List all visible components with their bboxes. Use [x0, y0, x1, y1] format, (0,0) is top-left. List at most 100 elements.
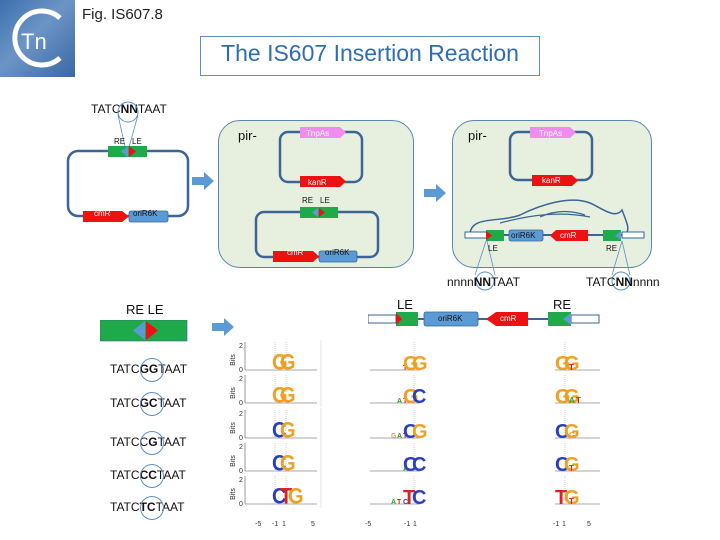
- target-circle: [117, 101, 139, 123]
- re-arrow-icon: [133, 321, 145, 340]
- xtick-right: -1: [553, 521, 560, 528]
- logo-base-G: G: [403, 353, 419, 374]
- logo-base-G: G: [569, 431, 575, 440]
- logo-base-T: T: [403, 398, 408, 405]
- seq-core: NN: [473, 275, 492, 289]
- re-label: RE: [553, 297, 572, 312]
- oriR6K-label: oriR6K: [438, 314, 463, 323]
- tnpAs-gene: [300, 127, 346, 138]
- right-junction-sequence: TATCNNnnnn: [586, 275, 660, 289]
- panel1-le-label: LE: [132, 137, 142, 146]
- panel3-diagram: [464, 127, 645, 291]
- panel2-pir-label: pir-: [238, 128, 257, 143]
- xtick-right: 1: [562, 521, 566, 528]
- logo-base-C: C: [555, 421, 569, 442]
- logo-base-C: C: [403, 454, 417, 475]
- figure-label: Fig. IS607.8: [82, 6, 163, 23]
- logo-base-T: T: [280, 485, 292, 508]
- logo-base-C: C: [412, 454, 426, 475]
- panel1-target-sequence: TATCNNTAAT: [91, 102, 167, 116]
- logo-base-A: A: [391, 499, 396, 506]
- logo-base-T: T: [555, 487, 567, 508]
- logo-base-T: T: [569, 464, 574, 473]
- ylabel-bits: Bits: [230, 422, 237, 434]
- seq-prefix: TATC: [110, 362, 140, 376]
- logo-base-C: C: [412, 487, 426, 508]
- ylabel-bits: Bits: [230, 455, 237, 467]
- title-box: [200, 36, 540, 76]
- chromosome-squiggle: [469, 199, 629, 236]
- logo-base-C: C: [272, 419, 286, 442]
- seq-prefix: TATCC: [110, 435, 149, 449]
- logo-base-C: C: [403, 421, 417, 442]
- logo-base-T: T: [403, 487, 415, 508]
- logo-base-G: G: [280, 419, 296, 442]
- oriR6K-label: oriR6K: [325, 248, 350, 257]
- logo-base-G: G: [280, 384, 296, 407]
- re-le-heading: RE LE: [126, 302, 164, 317]
- insertion-map: [368, 311, 600, 327]
- logo-base-G: G: [555, 353, 571, 374]
- core-highlight-circle: [140, 496, 164, 520]
- logo-base-G: G: [412, 353, 428, 374]
- logo-base-A: A: [397, 398, 402, 405]
- logo-base-G: G: [391, 433, 397, 440]
- ytick-min: 0: [239, 501, 243, 508]
- xtick-left: -5: [365, 521, 372, 528]
- panel3-pir-label: pir-: [468, 128, 487, 143]
- page-title: The IS607 Insertion Reaction: [221, 40, 519, 66]
- seq-core: NN: [120, 102, 138, 116]
- logo-base-T: T: [403, 433, 408, 440]
- seq-prefix: TATC: [91, 102, 121, 116]
- core-highlight-circle: [140, 392, 164, 416]
- re-arrow-icon: [121, 146, 128, 157]
- re-label: RE: [302, 196, 314, 205]
- seq-prefix: TATC: [586, 275, 616, 289]
- cmR-gene: [83, 211, 129, 222]
- tnpAs-label: TnpAs: [539, 129, 563, 138]
- seq-suffix: TAAT: [156, 468, 186, 482]
- logo-base-G: G: [555, 386, 571, 407]
- kanR-gene: [300, 176, 346, 187]
- logo-base-T: T: [569, 497, 574, 506]
- logo-base-G: G: [403, 386, 419, 407]
- ytick-min: 0: [239, 400, 243, 407]
- seq-suffix: TAAT: [137, 102, 167, 116]
- kanR-label: kanR: [308, 178, 327, 187]
- logo-base-G: G: [564, 386, 580, 407]
- panel2-cell: [218, 120, 414, 268]
- xtick-left: -1: [404, 521, 411, 528]
- cmR-gene: [273, 251, 319, 262]
- ylabel-bits: Bits: [230, 354, 237, 366]
- ytick-min: 0: [239, 435, 243, 442]
- tnpAs-label: TnpAs: [306, 129, 330, 138]
- oriR6K-element: [128, 210, 169, 223]
- logo-base-G: G: [272, 384, 288, 407]
- seq-prefix: TATC: [110, 396, 140, 410]
- logo-base-G: G: [564, 353, 580, 374]
- logo-base-G: G: [280, 452, 296, 475]
- panel1-re-label: RE: [114, 137, 126, 146]
- logo-text: Tn: [21, 29, 47, 54]
- ylabel-bits: Bits: [230, 387, 237, 399]
- seq-core: NN: [615, 275, 633, 289]
- logo-base-G: G: [272, 351, 288, 374]
- logo-base-T: T: [569, 363, 574, 372]
- ylabel-bits: Bits: [230, 488, 237, 500]
- core-highlight-circle: [140, 431, 164, 455]
- ytick-min: 0: [239, 468, 243, 475]
- logo-base-C: C: [555, 454, 569, 475]
- arrow-right-icon: [212, 318, 234, 336]
- logo-base-C: C: [403, 499, 408, 506]
- ytick-max: 2: [239, 444, 243, 451]
- le-arrow-icon: [129, 146, 136, 157]
- panel2-plasmids: [254, 127, 380, 263]
- core-highlight-circle: [140, 464, 164, 488]
- xtick-full: 5: [311, 521, 315, 528]
- seq-prefix: nnnn: [447, 275, 474, 289]
